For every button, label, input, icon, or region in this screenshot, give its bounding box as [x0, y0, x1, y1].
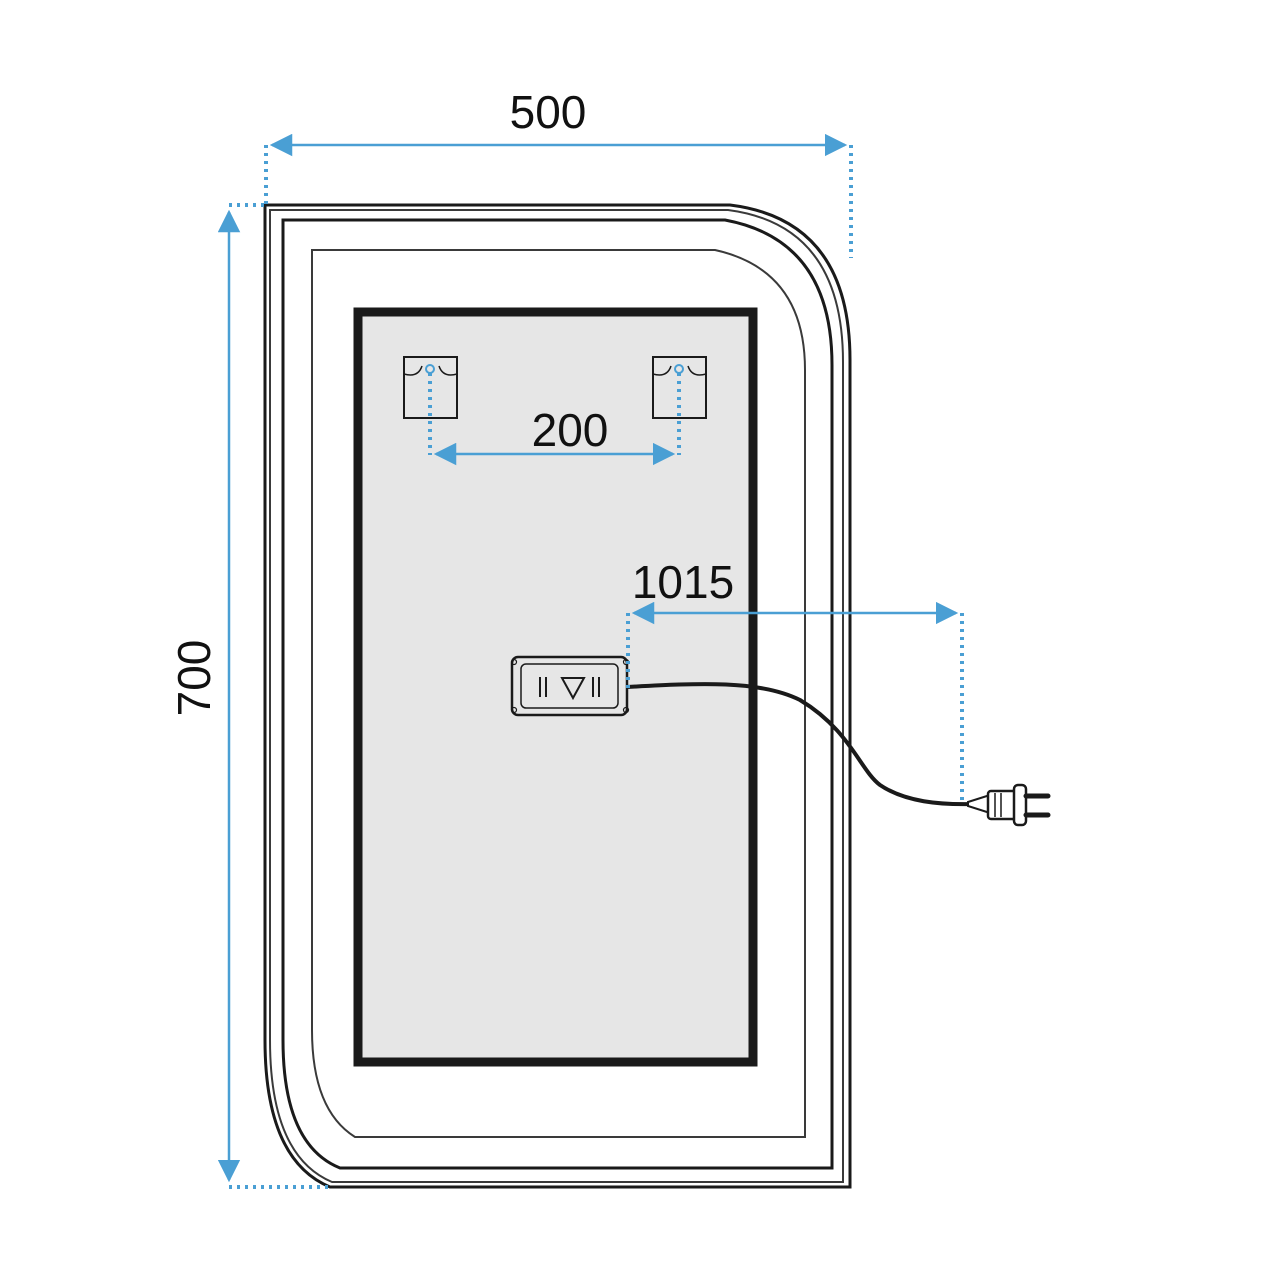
height-dimension: 700	[168, 203, 328, 1189]
mirror-second-edge	[269, 209, 844, 1183]
cable-length-dimension: 1015	[626, 556, 964, 805]
warning-triangle-icon	[560, 677, 586, 701]
mirror-outer-edge	[263, 203, 852, 1189]
mirror-bevel-edge	[281, 218, 834, 1170]
cable-length-label: 1015	[632, 556, 734, 608]
hanger-spacing-label: 200	[532, 404, 609, 456]
power-cable	[626, 682, 976, 807]
power-plug-icon	[967, 783, 1051, 827]
mirror-frame	[263, 203, 852, 1189]
back-panel	[353, 307, 758, 1067]
height-label: 700	[168, 640, 220, 717]
hanger-spacing-dimension: 200	[428, 373, 681, 466]
width-label: 500	[510, 86, 587, 138]
led-light-strip	[311, 249, 806, 1138]
width-dimension: 500	[264, 86, 853, 258]
